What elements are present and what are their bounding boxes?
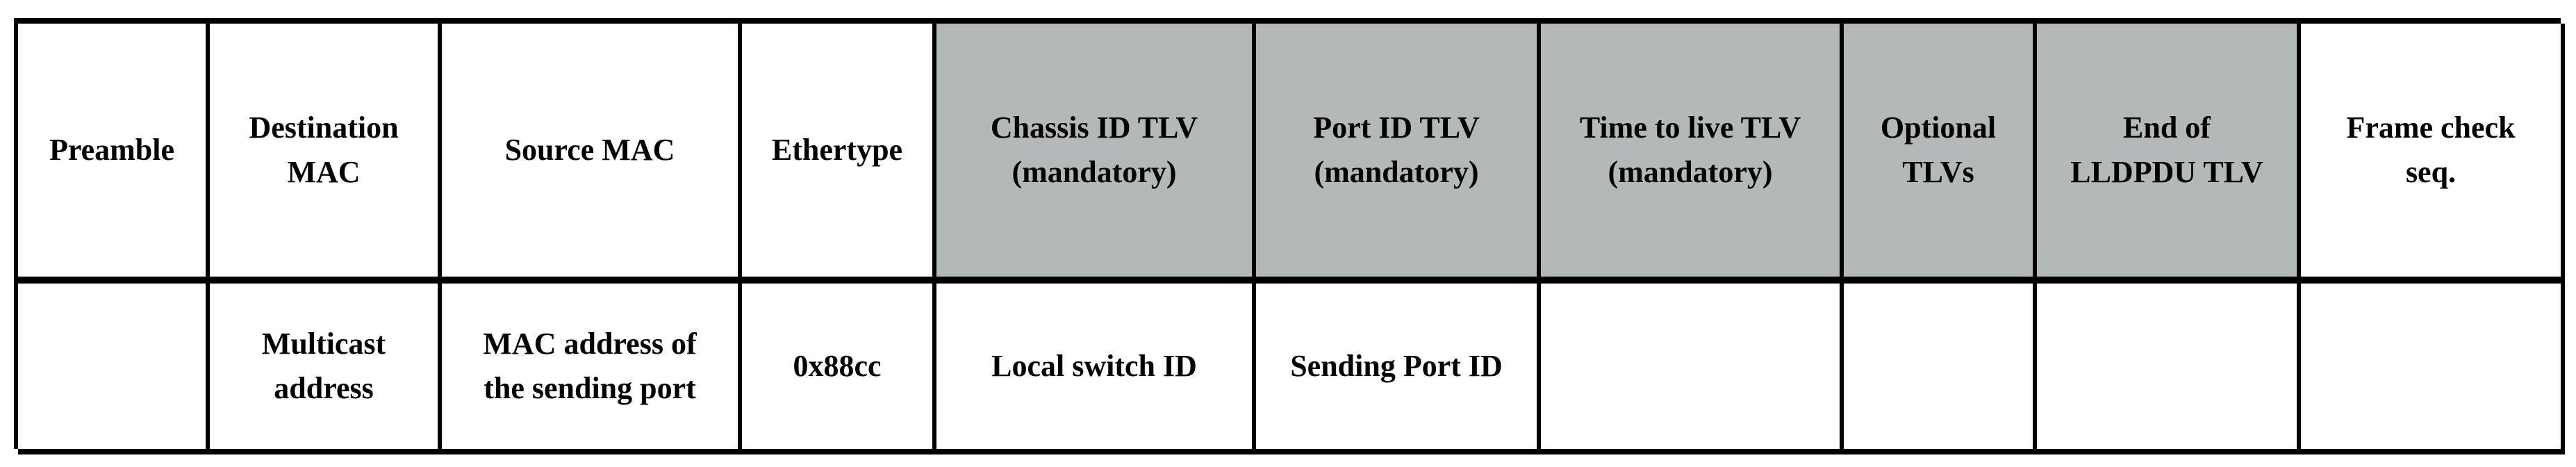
field-header-ethertype: Ethertype bbox=[742, 24, 936, 284]
field-header-end-of-lldpdu-tlv: End of LLDPDU TLV bbox=[2037, 24, 2301, 284]
field-header-chassis-id-tlv: Chassis ID TLV (mandatory) bbox=[936, 24, 1256, 284]
field-value-time-to-live-tlv bbox=[1541, 284, 1844, 454]
field-value-preamble bbox=[18, 284, 210, 454]
field-value-optional-tlvs bbox=[1844, 284, 2037, 454]
field-header-optional-tlvs: Optional TLVs bbox=[1844, 24, 2037, 284]
field-value-frame-check-seq bbox=[2301, 284, 2565, 454]
field-value-chassis-id-tlv: Local switch ID bbox=[936, 284, 1256, 454]
field-header-preamble: Preamble bbox=[18, 24, 210, 284]
field-header-source-mac: Source MAC bbox=[442, 24, 742, 284]
field-header-destination-mac: Destination MAC bbox=[210, 24, 442, 284]
field-value-port-id-tlv: Sending Port ID bbox=[1256, 284, 1541, 454]
field-value-source-mac: MAC address of the sending port bbox=[442, 284, 742, 454]
lldp-frame-diagram: Preamble Destination MAC Source MAC Ethe… bbox=[14, 18, 2565, 454]
field-header-port-id-tlv: Port ID TLV (mandatory) bbox=[1256, 24, 1541, 284]
field-value-end-of-lldpdu-tlv bbox=[2037, 284, 2301, 454]
field-header-frame-check-seq: Frame check seq. bbox=[2301, 24, 2565, 284]
field-value-destination-mac: Multicast address bbox=[210, 284, 442, 454]
field-header-time-to-live-tlv: Time to live TLV (mandatory) bbox=[1541, 24, 1844, 284]
field-value-ethertype: 0x88cc bbox=[742, 284, 936, 454]
